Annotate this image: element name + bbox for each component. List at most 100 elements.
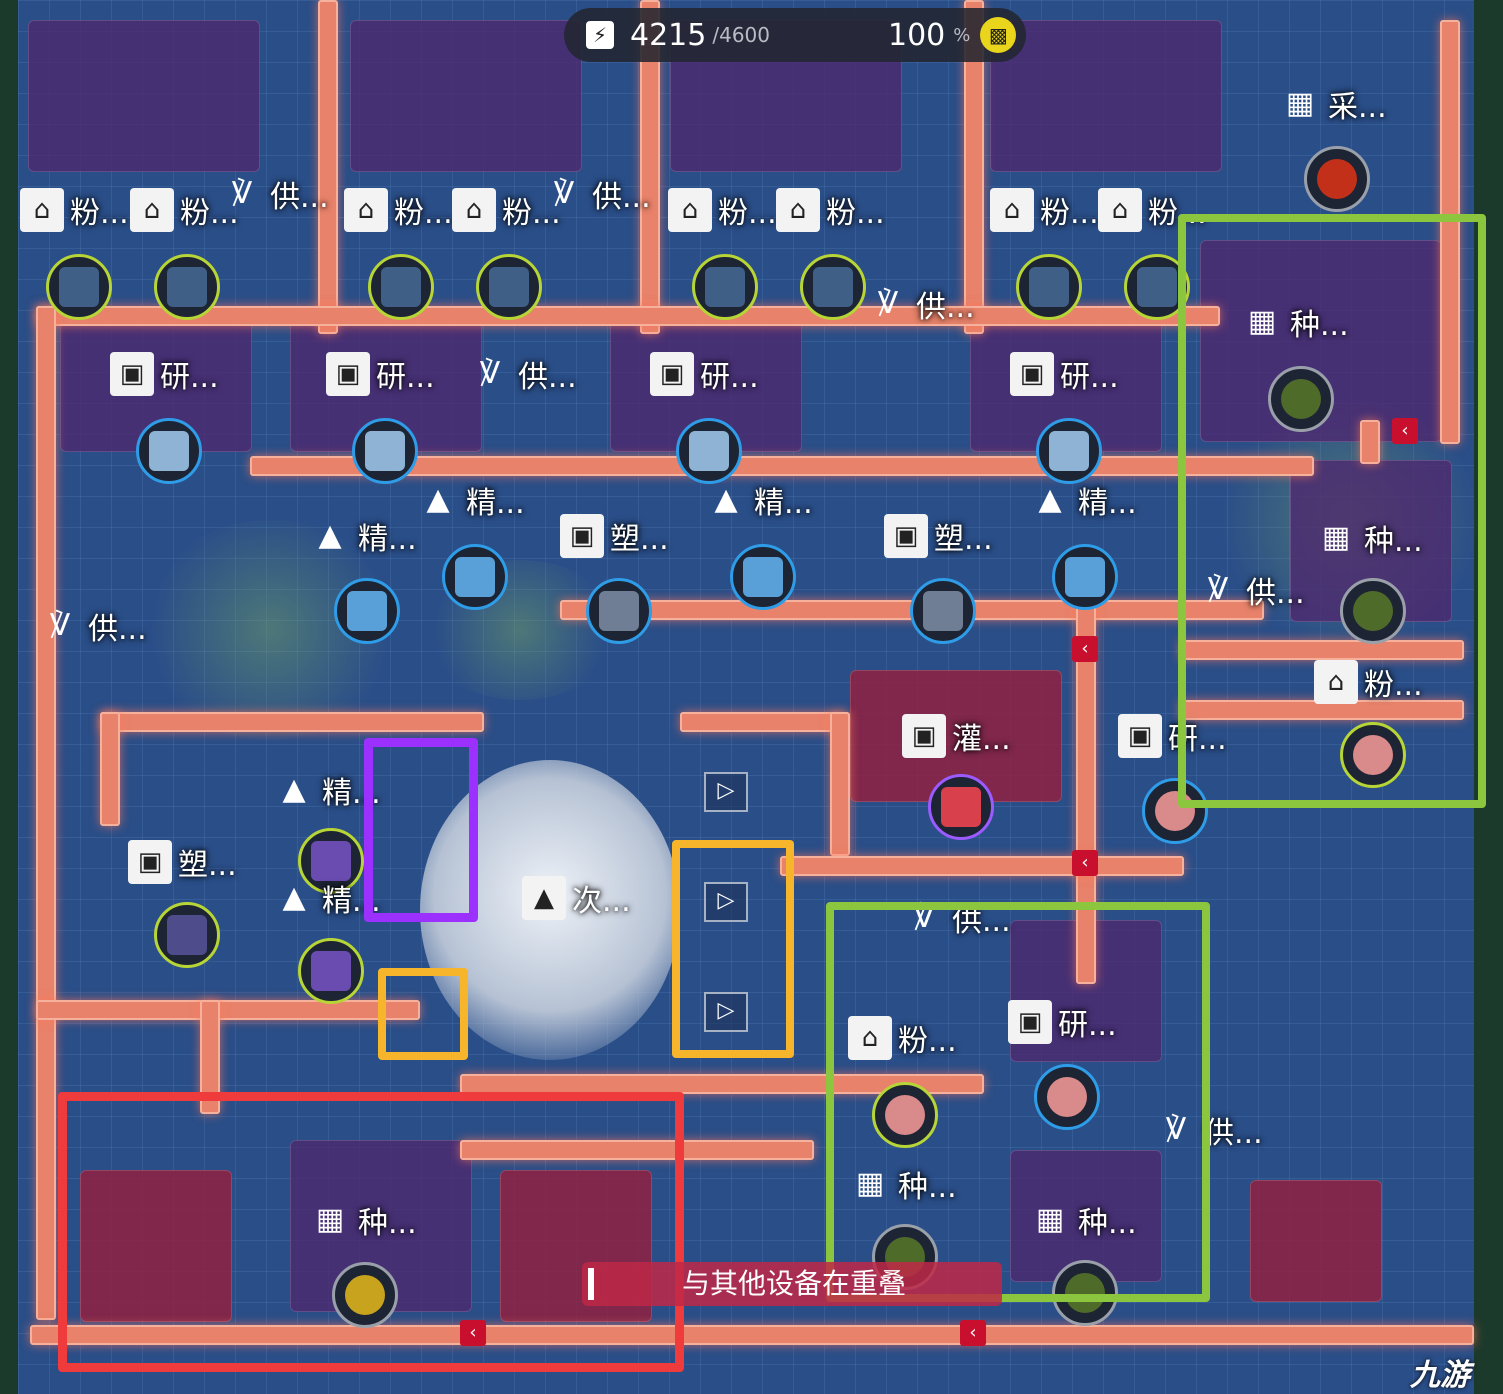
item-disc[interactable] bbox=[928, 774, 994, 840]
item-disc[interactable] bbox=[1268, 366, 1334, 432]
machine-grinder[interactable]: ⌂粉... bbox=[452, 188, 561, 232]
machine-planter[interactable]: ▦种... bbox=[848, 1162, 957, 1205]
machine-grinder[interactable]: ⌂粉... bbox=[344, 188, 453, 232]
machine-molder[interactable]: ▣塑... bbox=[128, 840, 237, 884]
ore-item-icon bbox=[813, 267, 853, 307]
machine-refiner[interactable]: ▲精... bbox=[272, 876, 380, 919]
machine-grinder[interactable]: ⌂粉... bbox=[130, 188, 239, 232]
machine-grinder[interactable]: ⌂粉... bbox=[848, 1016, 957, 1060]
machine-research[interactable]: ▣研... bbox=[1008, 1000, 1117, 1044]
item-disc[interactable] bbox=[1016, 254, 1082, 320]
item-disc[interactable] bbox=[676, 418, 742, 484]
machine-refiner[interactable]: ▲精... bbox=[416, 478, 524, 521]
item-disc[interactable] bbox=[154, 254, 220, 320]
machine-research[interactable]: ▣研... bbox=[110, 352, 219, 396]
machine-core-hub[interactable]: ▲次... bbox=[522, 876, 631, 920]
machine-power-pylon[interactable]: ℣供... bbox=[866, 282, 975, 325]
machine-power-pylon[interactable]: ℣供... bbox=[38, 604, 147, 647]
machine-molder[interactable]: ▣塑... bbox=[884, 514, 993, 558]
research-icon: ▣ bbox=[1118, 714, 1162, 758]
item-disc[interactable] bbox=[442, 544, 508, 610]
item-disc[interactable] bbox=[730, 544, 796, 610]
item-disc[interactable] bbox=[46, 254, 112, 320]
machine-research[interactable]: ▣研... bbox=[1118, 714, 1227, 758]
item-disc[interactable] bbox=[334, 578, 400, 644]
item-disc[interactable] bbox=[910, 578, 976, 644]
highlight-frame-purple bbox=[364, 738, 478, 922]
item-disc[interactable] bbox=[1034, 1064, 1100, 1130]
core-tower-icon: ▲ bbox=[522, 876, 566, 920]
machine-research[interactable]: ▣研... bbox=[1010, 352, 1119, 396]
item-disc[interactable] bbox=[154, 902, 220, 968]
machine-refiner[interactable]: ▲精... bbox=[704, 478, 812, 521]
machine-grinder[interactable]: ⌂粉... bbox=[668, 188, 777, 232]
machine-grinder[interactable]: ⌂粉... bbox=[1098, 188, 1207, 232]
machine-power-pylon[interactable]: ℣供... bbox=[542, 172, 651, 215]
conveyor-belt bbox=[460, 1074, 984, 1094]
factory-map[interactable] bbox=[18, 0, 1474, 1394]
conveyor-belt bbox=[200, 1000, 220, 1114]
research-icon: ▣ bbox=[110, 352, 154, 396]
item-disc[interactable] bbox=[332, 1262, 398, 1328]
item-disc[interactable] bbox=[1052, 544, 1118, 610]
hub-port-arrow-icon[interactable]: ▷ bbox=[704, 992, 748, 1032]
research-icon: ▣ bbox=[326, 352, 370, 396]
machine-planter[interactable]: ▦种... bbox=[1028, 1198, 1137, 1241]
item-disc[interactable] bbox=[1340, 722, 1406, 788]
machine-refiner[interactable]: ▲精... bbox=[1028, 478, 1136, 521]
highlight-frame-red bbox=[58, 1092, 684, 1372]
conveyor-belt bbox=[1440, 20, 1460, 444]
item-disc[interactable] bbox=[368, 254, 434, 320]
hub-port-arrow-icon[interactable]: ▷ bbox=[704, 882, 748, 922]
item-disc[interactable] bbox=[476, 254, 542, 320]
machine-power-pylon[interactable]: ℣供... bbox=[468, 352, 577, 395]
item-disc[interactable] bbox=[136, 418, 202, 484]
ore-item-icon bbox=[167, 267, 207, 307]
machine-pad[interactable] bbox=[350, 20, 582, 172]
machine-pad[interactable] bbox=[610, 320, 802, 452]
machine-grinder[interactable]: ⌂粉... bbox=[1314, 660, 1423, 704]
machine-power-pylon[interactable]: ℣供... bbox=[1196, 568, 1305, 611]
item-disc[interactable] bbox=[1142, 778, 1208, 844]
power-current: 4215 bbox=[630, 17, 707, 53]
machine-refiner[interactable]: ▲精... bbox=[308, 514, 416, 557]
machine-power-pylon[interactable]: ℣供... bbox=[220, 172, 329, 215]
machine-pad[interactable] bbox=[1250, 1180, 1382, 1302]
machine-power-pylon[interactable]: ℣供... bbox=[1154, 1108, 1263, 1151]
item-disc[interactable] bbox=[298, 938, 364, 1004]
item-disc[interactable] bbox=[800, 254, 866, 320]
machine-molder[interactable]: ▣塑... bbox=[560, 514, 669, 558]
machine-research[interactable]: ▣研... bbox=[326, 352, 435, 396]
machine-planter[interactable]: ▦种... bbox=[308, 1198, 417, 1241]
ore-item-icon bbox=[705, 267, 745, 307]
item-disc[interactable] bbox=[586, 578, 652, 644]
item-disc[interactable] bbox=[1036, 418, 1102, 484]
machine-pad[interactable] bbox=[990, 20, 1222, 172]
machine-harvester[interactable]: ▦采... bbox=[1278, 82, 1387, 125]
storage-chip-icon[interactable]: ▩ bbox=[980, 17, 1017, 53]
machine-grinder[interactable]: ⌂粉... bbox=[776, 188, 885, 232]
refiner-icon: ▲ bbox=[1038, 482, 1062, 517]
machine-grinder[interactable]: ⌂粉... bbox=[20, 188, 129, 232]
item-disc[interactable] bbox=[352, 418, 418, 484]
machine-pad[interactable] bbox=[28, 20, 260, 172]
machine-pad[interactable] bbox=[80, 1170, 232, 1322]
machine-power-pylon[interactable]: ℣供... bbox=[902, 896, 1011, 939]
machine-planter[interactable]: ▦种... bbox=[1314, 516, 1423, 559]
machine-grinder[interactable]: ⌂粉... bbox=[990, 188, 1099, 232]
grinder-icon: ⌂ bbox=[990, 188, 1034, 232]
machine-planter[interactable]: ▦种... bbox=[1240, 300, 1349, 343]
item-disc[interactable] bbox=[1304, 146, 1370, 212]
item-disc[interactable] bbox=[1340, 578, 1406, 644]
blocked-marker-icon: ‹ bbox=[460, 1320, 486, 1346]
machine-refiner[interactable]: ▲精... bbox=[272, 768, 380, 811]
item-disc[interactable] bbox=[872, 1082, 938, 1148]
machine-research[interactable]: ▣研... bbox=[650, 352, 759, 396]
grinder-icon: ⌂ bbox=[776, 188, 820, 232]
item-disc[interactable] bbox=[1052, 1260, 1118, 1326]
machine-filler[interactable]: ▣灌... bbox=[902, 714, 1011, 758]
hub-port-arrow-icon[interactable]: ▷ bbox=[704, 772, 748, 812]
item-disc[interactable] bbox=[298, 828, 364, 894]
item-disc[interactable] bbox=[692, 254, 758, 320]
conveyor-belt bbox=[830, 712, 850, 856]
